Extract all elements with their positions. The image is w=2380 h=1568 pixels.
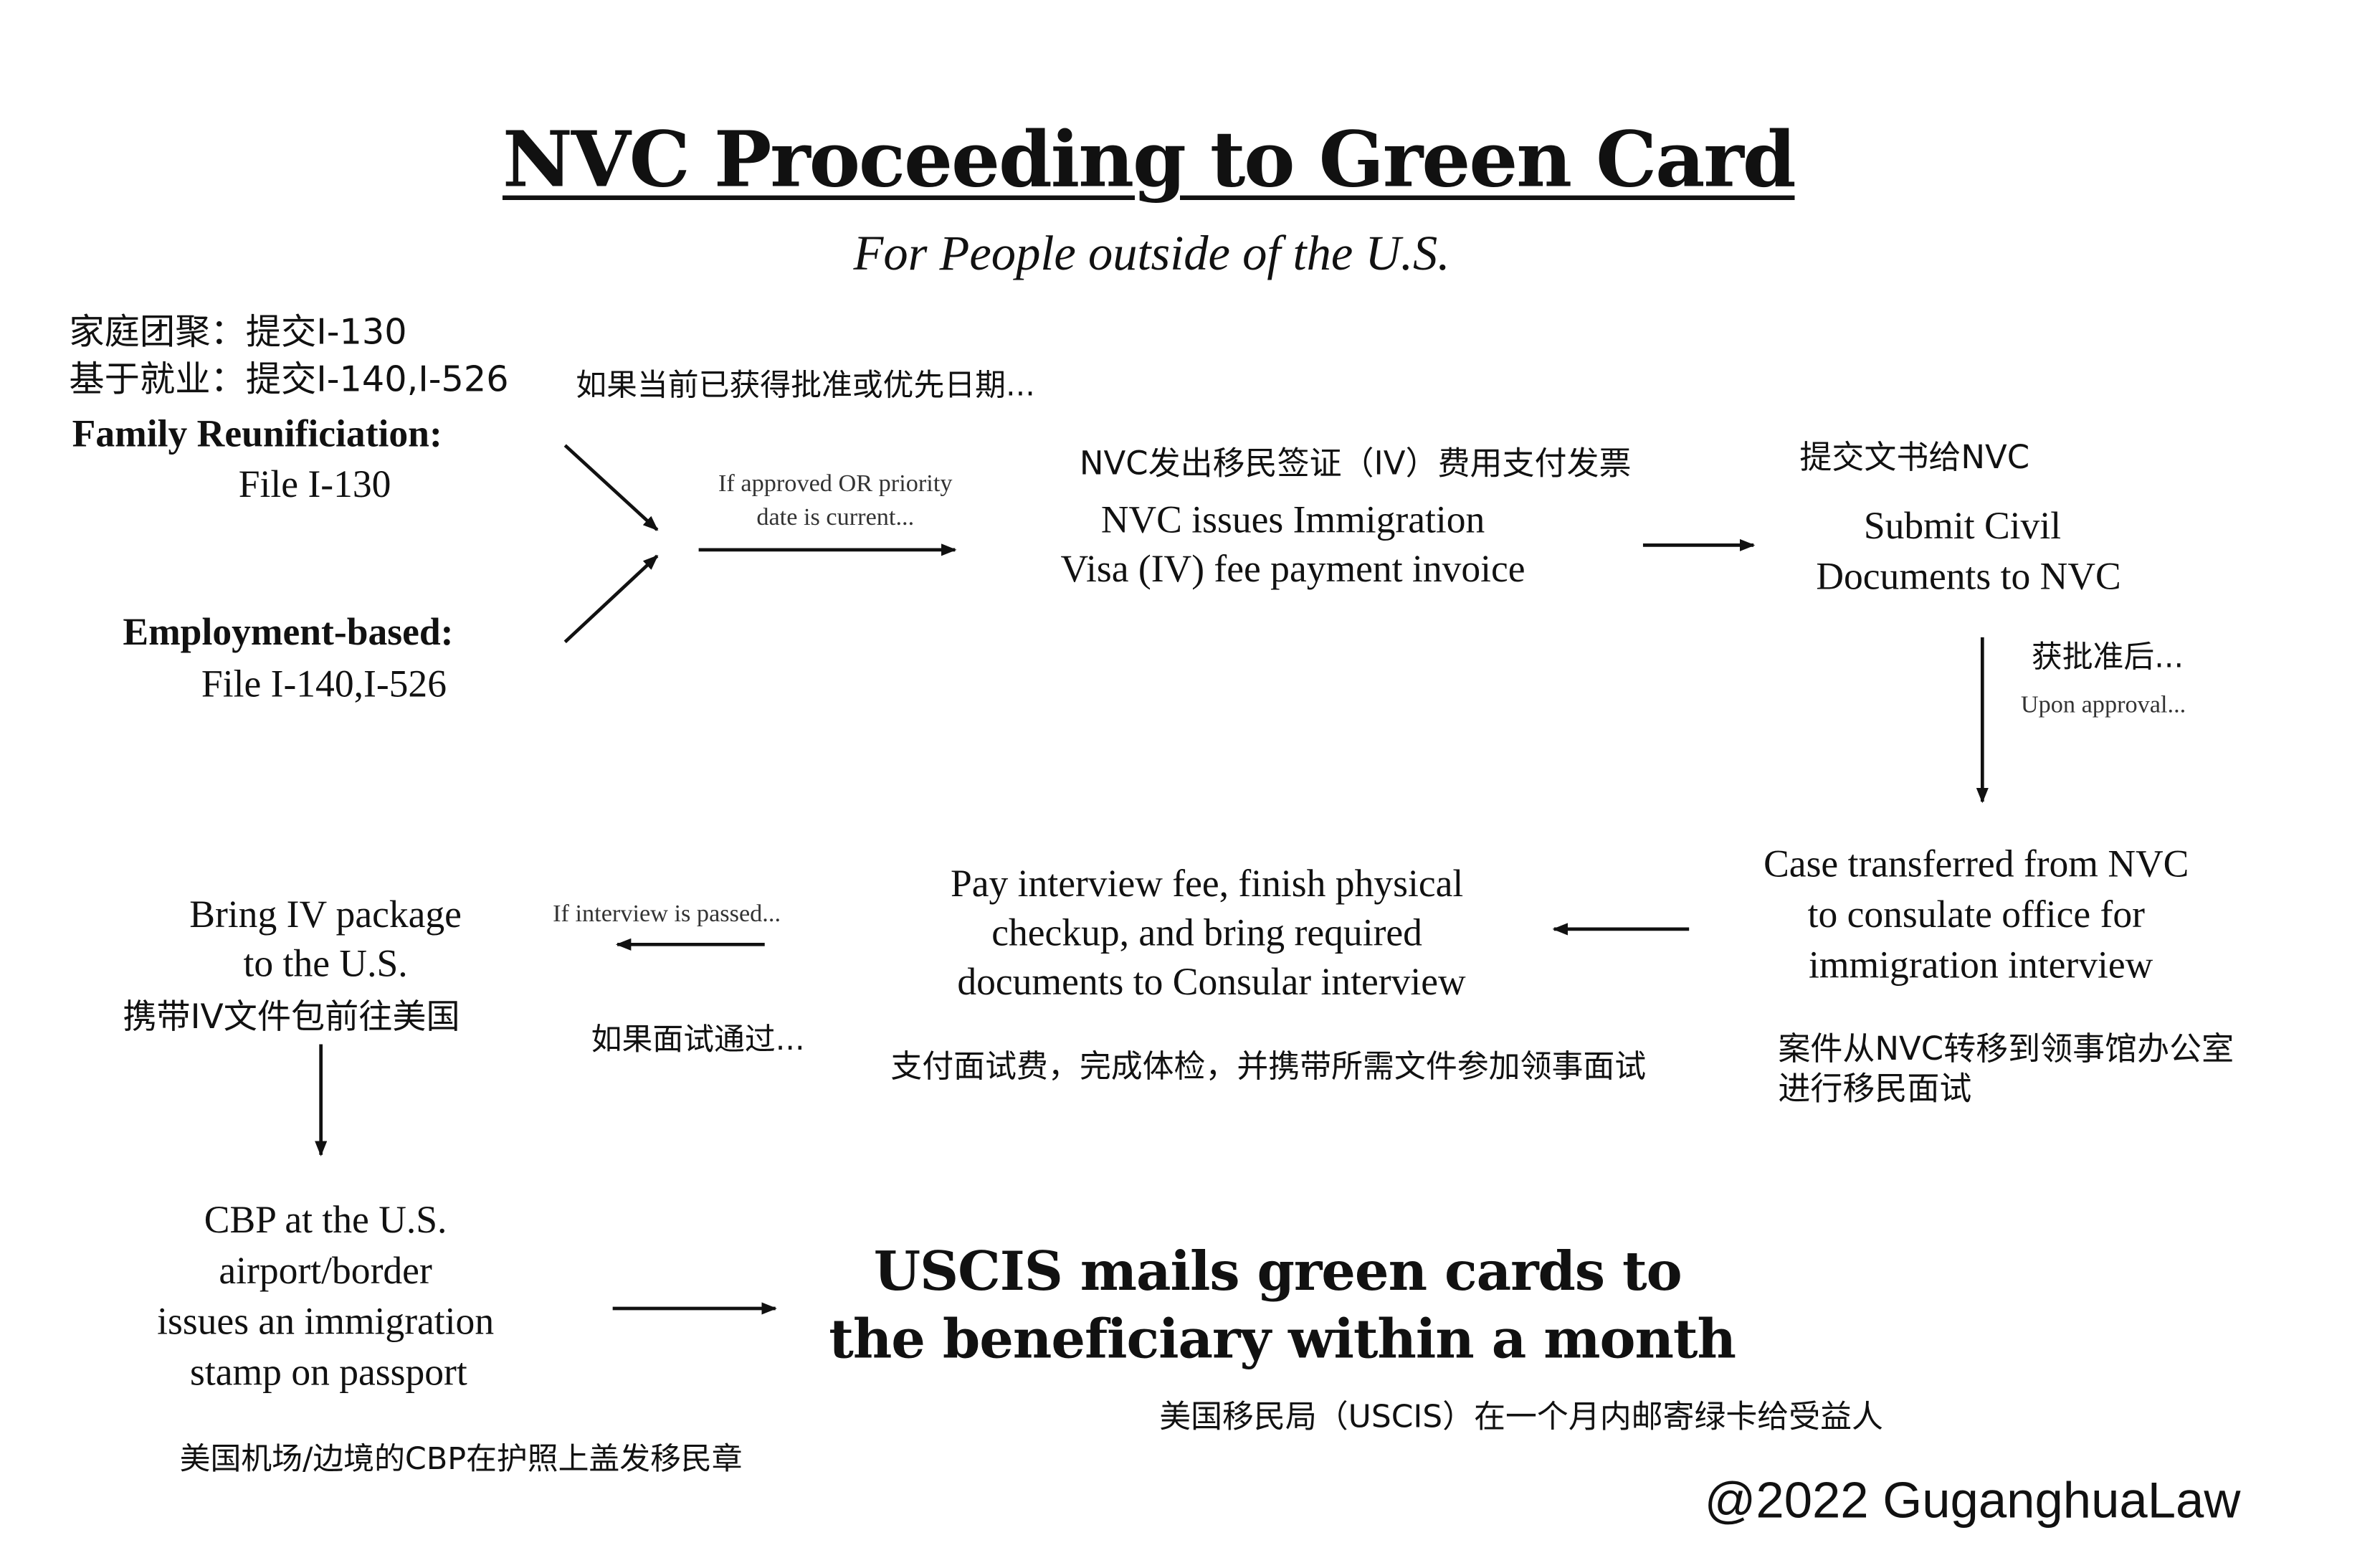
step1-line1: NVC issues Immigration (1100, 500, 1485, 542)
arrow-family (563, 444, 659, 531)
step5-line1: Bring IV package (189, 894, 462, 936)
employment-file: File I-140,I-526 (201, 664, 447, 706)
step7-cn: 美国移民局（USCIS）在一个月内邮寄绿卡给受益人 (1159, 1397, 1883, 1435)
step3-line3: immigration interview (1808, 945, 2153, 987)
step5-cn: 携带IV文件包前往美国 (123, 999, 460, 1037)
step3-cn-line1: 案件从NVC转移到领事馆办公室 (1778, 1030, 2234, 1068)
step6-line1: CBP at the U.S. (204, 1200, 447, 1242)
step4-line3: documents to Consular interview (957, 962, 1466, 1004)
step4-line2: checkup, and bring required (991, 913, 1422, 955)
page-title: NVC Proceeding to Green Card (502, 114, 1796, 205)
copyright: @2022 GuganghuaLaw (1704, 1471, 2241, 1529)
cond2-en: Upon approval... (2020, 692, 2186, 719)
cond3-cn: 如果面试通过... (591, 1020, 805, 1058)
step5-line2: to the U.S. (243, 944, 408, 986)
step2-cn: 提交文书给NVC (1799, 439, 2030, 476)
family-label: Family Reunificiation: (72, 414, 442, 456)
step6-cn: 美国机场/边境的CBP在护照上盖发移民章 (179, 1440, 743, 1477)
cond1-cn: 如果当前已获得批准或优先日期... (576, 366, 1035, 404)
step1-line2: Visa (IV) fee payment invoice (1060, 549, 1525, 591)
step7-line2: the beneficiary within a month (829, 1308, 1736, 1372)
step6-line2: airport/border (219, 1250, 432, 1293)
step6-line3: issues an immigration (157, 1301, 495, 1344)
family-file: File I-130 (238, 465, 391, 507)
arrow-employment (563, 554, 659, 644)
step1-cn: NVC发出移民签证（IV）费用支付发票 (1079, 445, 1632, 483)
step2-line1: Submit Civil (1863, 506, 2062, 548)
step7-line1: USCIS mails green cards to (873, 1240, 1682, 1304)
family-cn: 家庭团聚：提交I-130 (69, 313, 407, 353)
step3-line1: Case transferred from NVC (1763, 844, 2189, 886)
step3-cn-line2: 进行移民面试 (1778, 1070, 1972, 1108)
cond2-cn: 获批准后... (2031, 638, 2184, 675)
step4-line1: Pay interview fee, finish physical (950, 864, 1464, 906)
cond1-line2: date is current... (756, 505, 915, 531)
step4-cn: 支付面试费，完成体检，并携带所需文件参加领事面试 (890, 1047, 1647, 1085)
step3-line2: to consulate office for (1807, 894, 2145, 936)
cond1-line1: If approved OR priority (718, 471, 953, 498)
employment-cn: 基于就业：提交I-140,I-526 (69, 360, 509, 401)
step2-line2: Documents to NVC (1816, 556, 2121, 599)
employment-label: Employment-based: (123, 612, 454, 654)
cond3-en: If interview is passed... (553, 901, 781, 928)
page-subtitle: For People outside of the U.S. (853, 225, 1450, 281)
step6-line4: stamp on passport (190, 1352, 467, 1394)
